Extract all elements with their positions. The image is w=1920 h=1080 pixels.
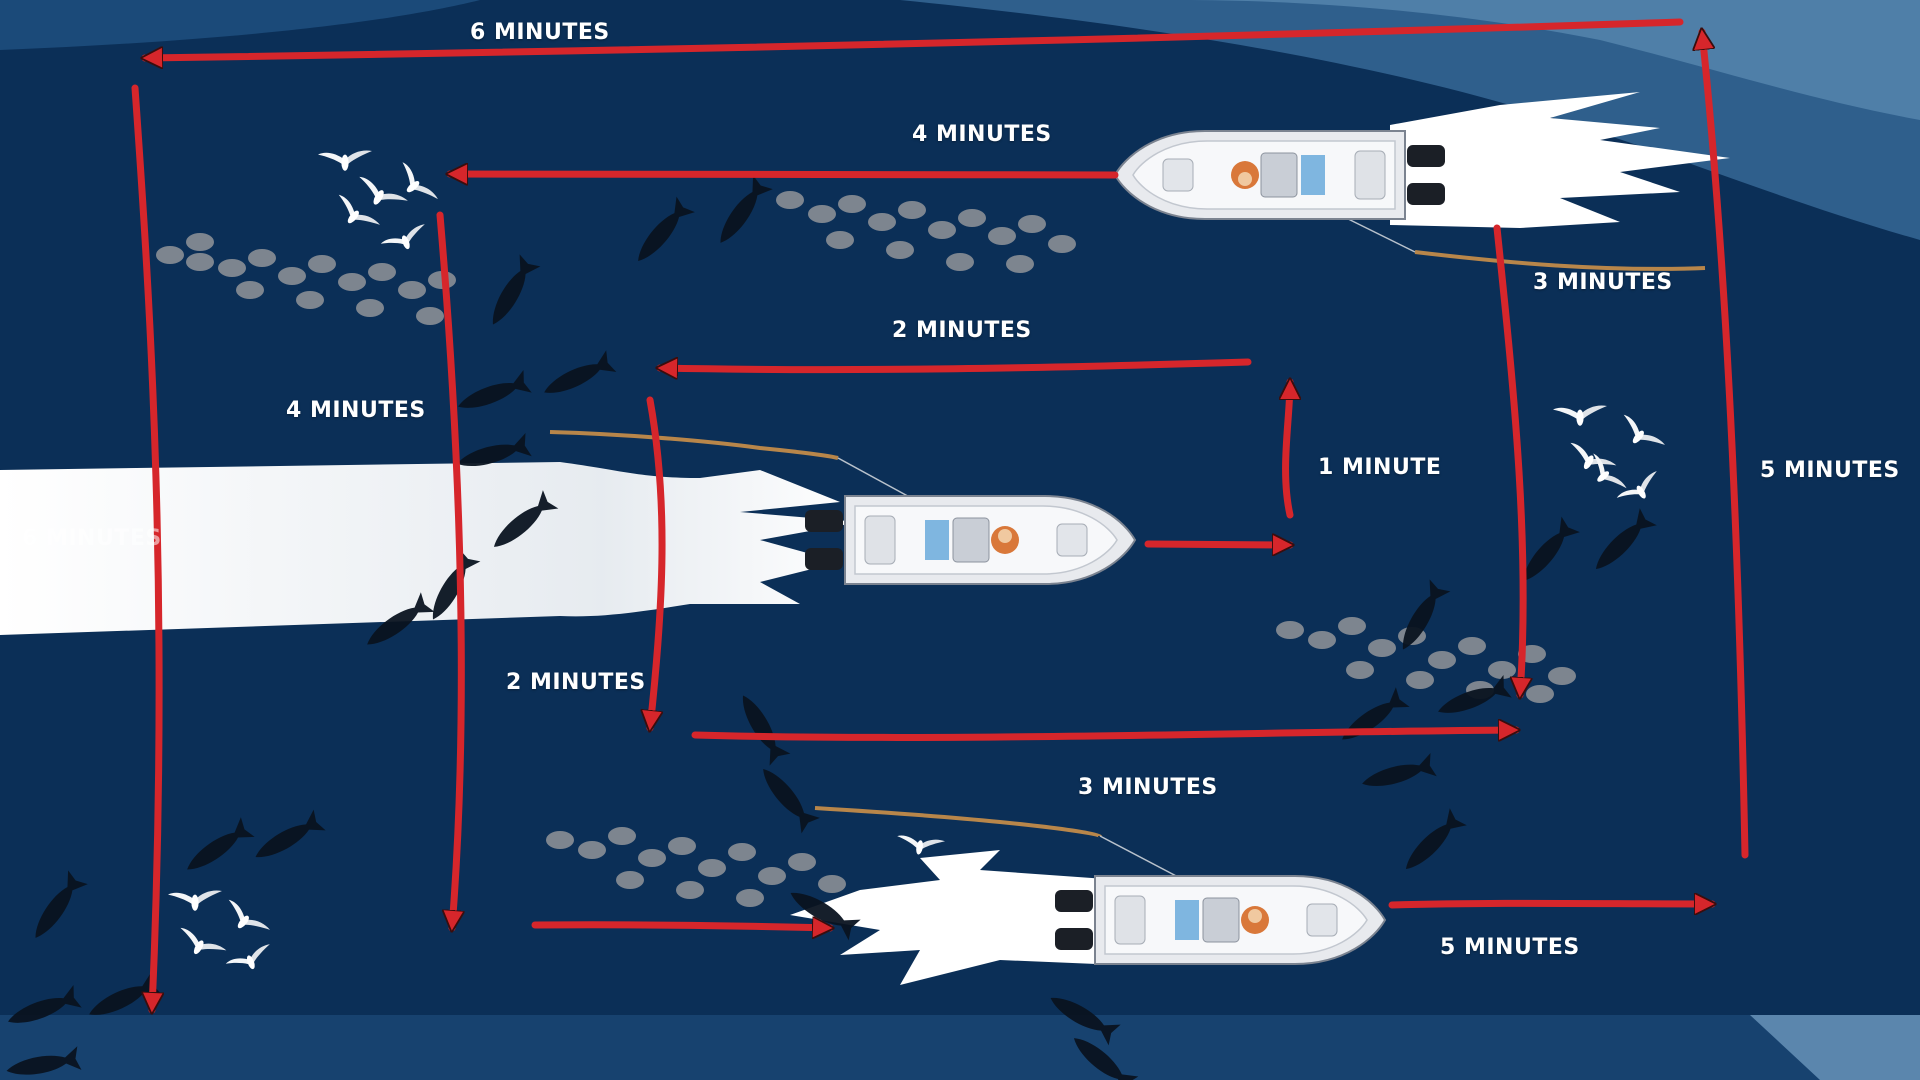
boat-icon: [1114, 130, 1446, 220]
label-3-minutes-right: 3 MINUTES: [1533, 270, 1673, 295]
label-6-minutes-left: 6 MINUTES: [22, 526, 162, 551]
route-arrow-mid-down: [650, 396, 666, 728]
route-arrow-mid-upper: [660, 362, 1252, 370]
route-arrows: [131, 18, 1749, 1010]
route-arrow-outer-right: [1702, 32, 1749, 859]
label-6-minutes-top: 6 MINUTES: [470, 20, 610, 45]
route-arrow-upper: [450, 174, 1119, 175]
route-arrow-left-outer: [131, 84, 159, 1010]
route-arrow-left-inner: [436, 211, 465, 928]
route-arrow-one-minute: [1286, 382, 1290, 519]
shallow-water-band-light: [1180, 0, 1920, 120]
label-2-minutes-lower: 2 MINUTES: [506, 670, 646, 695]
label-5-minutes-right: 5 MINUTES: [1760, 458, 1900, 483]
wake-icon: [790, 850, 1120, 985]
route-arrow-bottom-right: [1388, 903, 1712, 905]
label-4-minutes-upper: 4 MINUTES: [912, 122, 1052, 147]
route-arrow-bottom-left: [531, 925, 830, 928]
label-4-minutes-left: 4 MINUTES: [286, 398, 426, 423]
fishing-line: [549, 250, 1706, 838]
boat-icon: [1054, 875, 1386, 965]
label-5-minutes-lower: 5 MINUTES: [1440, 935, 1580, 960]
route-arrow-top: [145, 18, 1684, 58]
route-arrow-right-up: [1493, 224, 1523, 695]
wake-icon: [1390, 92, 1730, 228]
shallow-water-band-left: [0, 0, 480, 50]
route-arrow-bow: [1144, 544, 1290, 545]
route-arrow-lower-mid: [691, 730, 1516, 737]
seabed-band-light: [1750, 1015, 1920, 1080]
wake-icon: [0, 462, 860, 635]
shallow-water-band: [900, 0, 1920, 240]
label-3-minutes-lower: 3 MINUTES: [1078, 775, 1218, 800]
label-1-minute: 1 MINUTE: [1318, 455, 1442, 480]
seabed-band: [0, 1015, 1920, 1080]
boat-icon: [804, 495, 1136, 585]
label-2-minutes-upper: 2 MINUTES: [892, 318, 1032, 343]
